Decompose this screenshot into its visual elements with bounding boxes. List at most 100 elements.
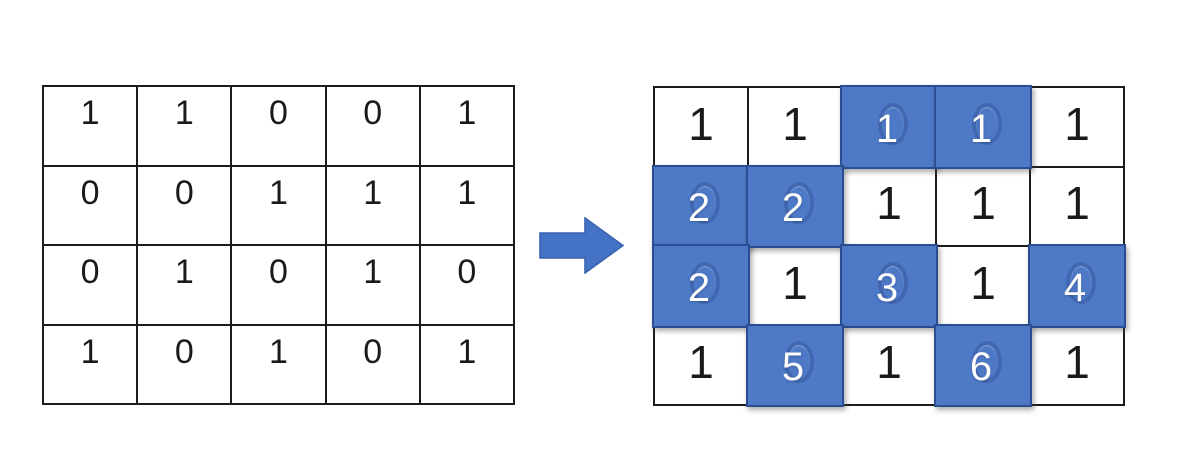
cell-value: 3 (875, 265, 899, 310)
matrix-row: 1 5 1 6 1 (653, 324, 1125, 408)
cell-value: 1 (970, 177, 996, 230)
cell-value: 1 (174, 94, 194, 132)
matrix-cell: 0 (230, 244, 327, 326)
cell-value: 1 (363, 173, 383, 212)
oval-halo (972, 102, 1002, 145)
matrix-cell: 1 (41, 323, 139, 405)
matrix-row: 2 2 1 1 1 (653, 165, 1125, 249)
matrix-cell: 0 (418, 244, 516, 326)
matrix-cell: 1 (841, 324, 937, 406)
matrix-cell: 1 (41, 85, 139, 167)
cell-value: 1 (688, 336, 714, 389)
cell-value: 1 (80, 94, 100, 132)
cell-value: 1 (688, 97, 714, 150)
cell-value: 1 (875, 106, 899, 151)
cell-value: 1 (457, 94, 477, 132)
matrix-cell: 1 (324, 164, 421, 246)
matrix-row: 1 1 1 1 1 (653, 86, 1125, 169)
cell-value: 2 (781, 186, 805, 231)
cell-value: 4 (1063, 265, 1087, 310)
cell-value: 1 (174, 253, 194, 291)
matrix-cell: 1 (136, 244, 233, 326)
cell-value: 1 (969, 106, 993, 151)
oval-halo (784, 182, 814, 225)
matrix-cell: 1 (324, 244, 421, 326)
cell-value: 2 (687, 265, 711, 310)
matrix-cell: 1 (418, 164, 516, 246)
matrix-cell-highlighted: 2 (653, 165, 751, 249)
matrix-row: 0 0 1 1 1 (41, 164, 516, 246)
matrix-cell: 0 (324, 85, 421, 167)
cell-value: 1 (782, 97, 808, 150)
matrix-cell: 1 (136, 85, 233, 167)
cell-value: 1 (1064, 177, 1090, 230)
matrix-cell: 1 (935, 165, 1031, 247)
oval-halo (1066, 261, 1096, 304)
cell-value: 0 (80, 173, 100, 212)
matrix-cell: 1 (747, 245, 843, 327)
cell-value: 1 (876, 336, 902, 389)
cell-value: 0 (80, 253, 100, 291)
matrix-cell: 0 (230, 85, 327, 167)
matrix-cell: 1 (1029, 324, 1125, 406)
cell-value: 2 (687, 186, 711, 231)
oval-halo (784, 341, 814, 384)
cell-value: 1 (782, 256, 808, 309)
cell-value: 0 (174, 173, 194, 212)
matrix-cell-highlighted: 5 (747, 324, 845, 408)
input-binary-matrix: 1 1 0 0 1 0 0 1 1 1 0 1 0 1 0 1 0 1 0 1 (41, 85, 516, 405)
matrix-cell: 1 (1029, 86, 1125, 168)
labeled-output-matrix: 1 1 1 1 1 2 2 1 1 1 2 1 3 1 4 1 5 1 6 1 (653, 86, 1127, 408)
matrix-cell: 1 (653, 86, 749, 168)
matrix-cell-highlighted: 4 (1029, 245, 1127, 328)
cell-value: 0 (269, 253, 288, 291)
cell-value: 1 (876, 177, 902, 230)
matrix-cell: 1 (841, 165, 937, 247)
cell-value: 1 (1064, 336, 1090, 389)
matrix-cell: 0 (41, 244, 139, 326)
cell-value: 5 (781, 345, 805, 390)
matrix-cell: 1 (935, 245, 1031, 327)
matrix-cell: 1 (418, 323, 516, 405)
matrix-cell: 1 (230, 164, 327, 246)
cell-value: 0 (457, 253, 477, 291)
matrix-cell: 0 (136, 164, 233, 246)
matrix-cell-highlighted: 2 (653, 245, 751, 328)
cell-value: 0 (269, 94, 288, 132)
matrix-cell: 1 (747, 86, 843, 168)
matrix-cell-highlighted: 1 (935, 86, 1033, 169)
matrix-row: 0 1 0 1 0 (41, 244, 516, 326)
matrix-row: 1 1 0 0 1 (41, 85, 516, 167)
matrix-cell-highlighted: 6 (935, 324, 1033, 408)
cell-value: 0 (174, 332, 194, 371)
cell-value: 1 (457, 173, 477, 212)
cell-value: 1 (457, 332, 477, 371)
transform-arrow (539, 216, 625, 275)
oval-halo (972, 341, 1002, 384)
matrix-cell-highlighted: 3 (841, 245, 939, 328)
right-arrow-icon (539, 216, 625, 275)
matrix-cell: 1 (418, 85, 516, 167)
matrix-row: 1 0 1 0 1 (41, 323, 516, 405)
matrix-cell: 1 (653, 324, 749, 406)
matrix-cell: 1 (1029, 165, 1125, 247)
cell-value: 1 (363, 253, 383, 291)
matrix-cell-highlighted: 2 (747, 165, 845, 249)
cell-value: 1 (970, 256, 996, 309)
matrix-row: 2 1 3 1 4 (653, 245, 1127, 328)
oval-halo (690, 261, 720, 304)
cell-value: 1 (269, 332, 288, 371)
cell-value: 6 (969, 345, 993, 390)
cell-value: 1 (80, 332, 100, 371)
cell-value: 0 (363, 94, 383, 132)
oval-halo (690, 182, 720, 225)
matrix-cell: 0 (324, 323, 421, 405)
cell-value: 0 (363, 332, 383, 371)
cell-value: 1 (1064, 97, 1090, 150)
oval-halo (878, 102, 908, 145)
matrix-cell-highlighted: 1 (841, 86, 939, 169)
matrix-cell: 0 (41, 164, 139, 246)
oval-halo (878, 261, 908, 304)
cell-value: 1 (269, 173, 288, 212)
